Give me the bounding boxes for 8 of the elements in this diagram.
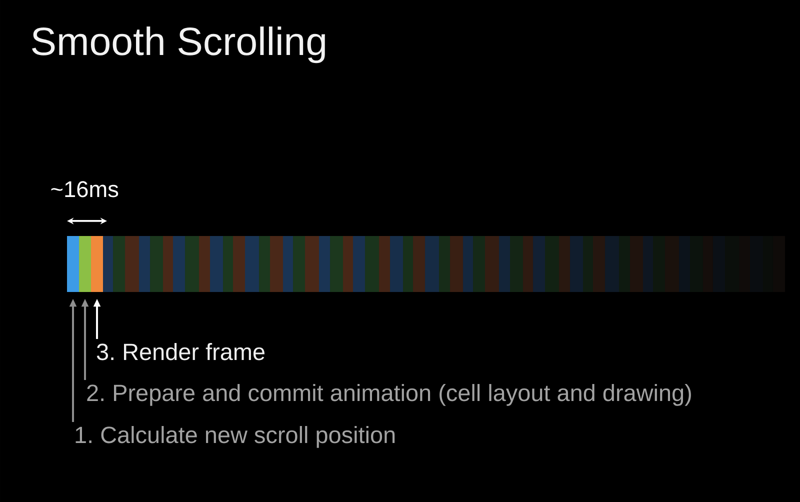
step-label: 3. Render frame bbox=[96, 343, 264, 360]
step-label: 2. Prepare and commit animation (cell layout and drawing) bbox=[87, 384, 691, 406]
dimension-label: ~16ms bbox=[51, 181, 118, 198]
bar-segment bbox=[91, 236, 103, 292]
bar-segment bbox=[79, 236, 91, 292]
title: Smooth Scrolling bbox=[32, 26, 325, 64]
step-label: 1. Calculate new scroll position bbox=[76, 426, 395, 448]
bar-segment bbox=[67, 236, 79, 292]
